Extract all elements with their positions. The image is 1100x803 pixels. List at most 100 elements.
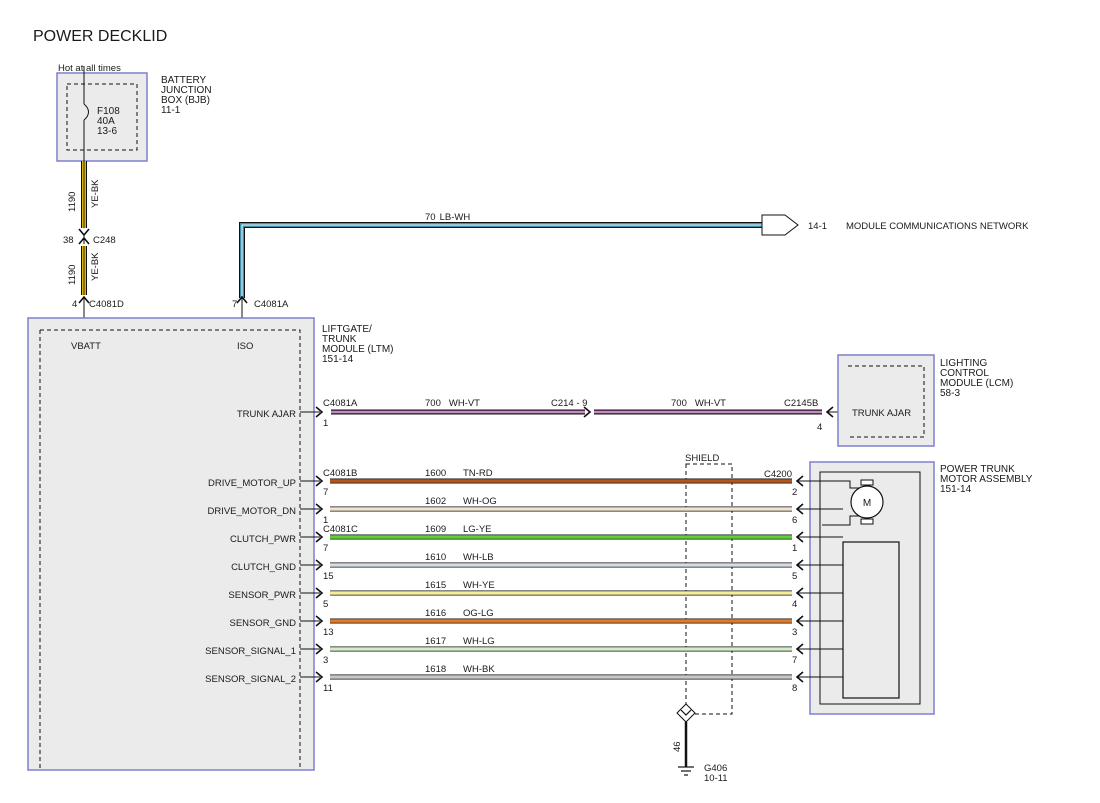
ltm-pin-number: 7 xyxy=(323,543,328,554)
lcm-ref: 58-3 xyxy=(940,388,960,399)
ground-symbol xyxy=(678,766,694,776)
c214-label: C214 - 9 xyxy=(551,398,587,409)
ltm-pin-name: SENSOR_GND xyxy=(229,618,296,629)
motor-symbol-label: M xyxy=(863,498,871,509)
motor-assembly-name-1: POWER TRUNK xyxy=(940,464,1015,475)
supply-note: Hot at all times xyxy=(58,63,121,74)
wire-circuit-label: 1617 xyxy=(425,636,446,647)
network-destination: MODULE COMMUNICATIONS NETWORK xyxy=(846,221,1029,232)
motor-pin-number: 1 xyxy=(792,543,797,554)
ltm-pin-name: CLUTCH_PWR xyxy=(230,534,296,545)
ltm-pin-name: CLUTCH_GND xyxy=(231,562,296,573)
wire-color-label: TN-RD xyxy=(463,468,493,479)
battery-junction-box xyxy=(56,72,148,162)
bjb-name-1: BATTERY xyxy=(161,75,207,86)
wire-circuit-label: 1609 xyxy=(425,524,446,535)
feed-color-lower: YE-BK xyxy=(90,252,101,281)
wire-color-label: WH-LB xyxy=(463,552,494,563)
fuse-id: F108 xyxy=(97,106,120,117)
lcm-pin: 4 xyxy=(817,422,822,433)
wire-color-label: OG-LG xyxy=(463,608,494,619)
ltm-name-2: TRUNK xyxy=(322,334,357,345)
c248-label: C248 xyxy=(93,235,116,246)
lcm-name-1: LIGHTING xyxy=(940,358,987,369)
motor-pin-number: 6 xyxy=(792,515,797,526)
iso-pin-name: ISO xyxy=(237,341,253,352)
wire-color-label: WH-BK xyxy=(463,664,495,675)
ltm-connector xyxy=(315,559,324,571)
trunk-ajar-ltm-connector xyxy=(315,406,324,418)
fuse-symbol xyxy=(83,103,89,121)
shield-ground-connector xyxy=(676,703,696,723)
ltm-pin-name: SENSOR_PWR xyxy=(228,590,296,601)
wire-color-label: WH-OG xyxy=(463,496,497,507)
lighting-control-module xyxy=(837,354,935,447)
wire-circuit-label: 1616 xyxy=(425,608,446,619)
c248-connector-lower xyxy=(78,236,90,245)
ltm-pin-number: 11 xyxy=(323,683,333,694)
ground-ref: 10-11 xyxy=(704,773,728,784)
lcm-name-3: MODULE (LCM) xyxy=(940,378,1013,389)
motor-pin-number: 2 xyxy=(792,487,797,498)
ltm-connector-label: C4081C xyxy=(323,524,358,535)
network-arrow-ref: 14-1 xyxy=(808,221,827,232)
trunk-ajar-pin-name: TRUNK AJAR xyxy=(237,409,296,420)
ltm-pin-number: 7 xyxy=(323,487,328,498)
ltm-inner-border xyxy=(39,329,301,770)
network-arrow xyxy=(761,214,799,236)
shield-label: SHIELD xyxy=(685,453,719,464)
ltm-connector xyxy=(315,643,324,655)
shield xyxy=(685,463,733,715)
motor-pin-number: 4 xyxy=(792,599,797,610)
fuse-ref: 13-6 xyxy=(97,126,117,137)
ltm-pin-number: 15 xyxy=(323,571,334,582)
ltm-connector xyxy=(315,615,324,627)
ltm-pin-name: SENSOR_SIGNAL_2 xyxy=(205,674,296,685)
c248-connector xyxy=(78,228,90,237)
wire-circuit-label: 1600 xyxy=(425,468,446,479)
shield-ground-chevron xyxy=(680,709,692,716)
wire-circuit-label: 1618 xyxy=(425,664,446,675)
wire-circuit-label: 1615 xyxy=(425,580,446,591)
ground-id: G406 xyxy=(704,763,727,774)
lcm-name-2: CONTROL xyxy=(940,368,989,379)
ground-circuit: 46 xyxy=(672,741,683,752)
motor-pin-number: 3 xyxy=(792,627,797,638)
ltm-pin-name: DRIVE_MOTOR_UP xyxy=(208,478,296,489)
bjb-name-3: BOX (BJB) xyxy=(161,95,210,106)
c214-connector xyxy=(583,406,592,418)
wire-color-label: LG-YE xyxy=(463,524,492,535)
ltm-pin-number: 3 xyxy=(323,655,328,666)
ltm-pin-name: DRIVE_MOTOR_DN xyxy=(207,506,296,517)
bjb-name-2: JUNCTION xyxy=(161,85,212,96)
page-title: POWER DECKLID xyxy=(33,28,167,45)
ltm-connector xyxy=(315,671,324,683)
ltm-pin-number: 1 xyxy=(323,515,328,526)
c4200-label: C4200 xyxy=(764,469,792,480)
liftgate-trunk-module xyxy=(27,317,315,771)
motor-assembly-inner xyxy=(819,471,921,705)
wire-color-label: WH-LG xyxy=(463,636,495,647)
vbatt-pin-name: VBATT xyxy=(71,341,101,352)
c4081d-label: C4081D xyxy=(89,299,124,310)
motor-pin-number: 5 xyxy=(792,571,797,582)
ltm-connector xyxy=(315,475,324,487)
bjb-ref: 11-1 xyxy=(161,105,181,116)
ltm-ref: 151-14 xyxy=(322,354,354,365)
ltm-connector xyxy=(315,587,324,599)
feed-circuit-lower: 1190 xyxy=(67,265,78,285)
ltm-pin-number: 5 xyxy=(323,599,328,610)
ltm-pin-name: SENSOR_SIGNAL_1 xyxy=(205,646,296,657)
wire-circuit-label: 1602 xyxy=(425,496,446,507)
ltm-pin-number: 13 xyxy=(323,627,334,638)
motor-assembly-ref: 151-14 xyxy=(940,484,972,495)
fuse-rating: 40A xyxy=(97,116,115,127)
ltm-connector xyxy=(315,531,324,543)
sensor-block xyxy=(842,541,900,699)
lcm-inner-border xyxy=(848,365,925,438)
trunk-ajar-ltm-pin: 1 xyxy=(323,418,328,429)
